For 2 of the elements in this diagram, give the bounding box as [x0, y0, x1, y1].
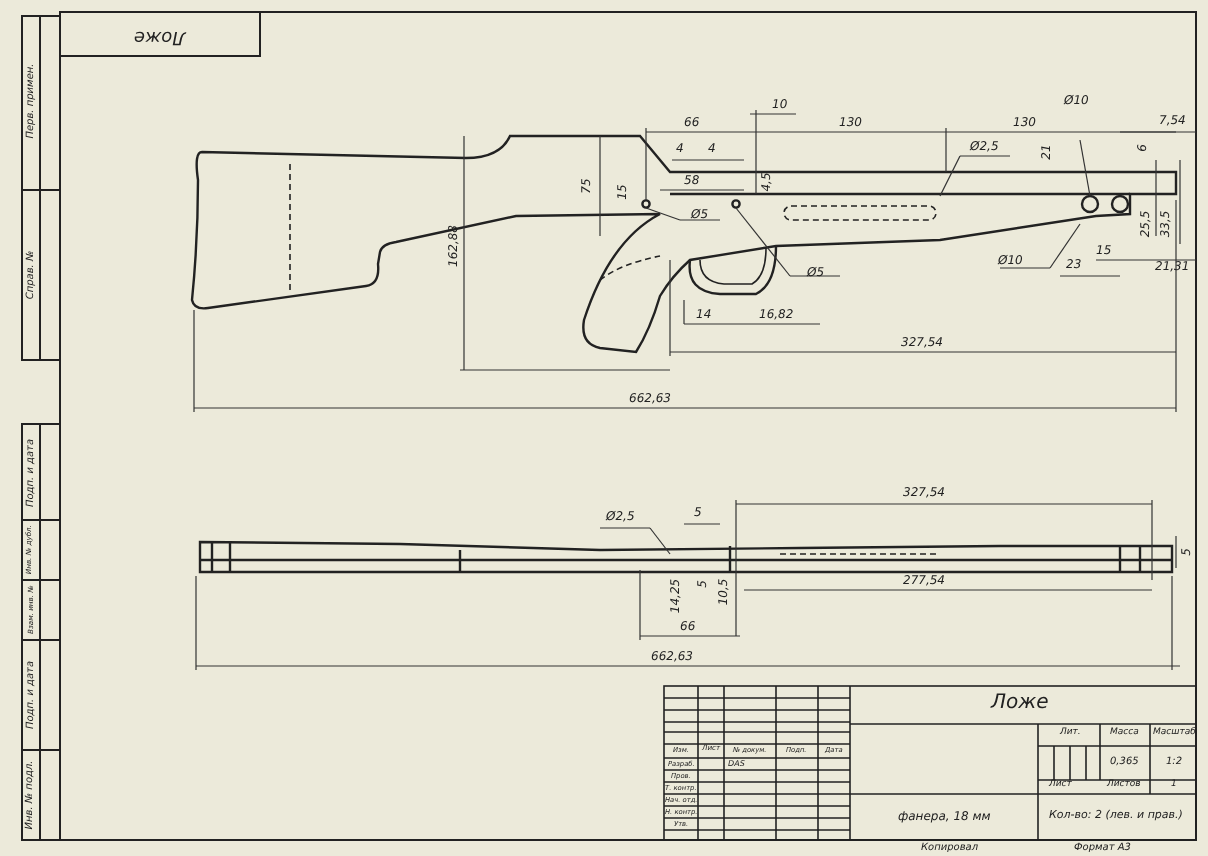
part-name-text: Ложе: [991, 694, 1049, 714]
title-text: Ложе: [134, 25, 186, 43]
